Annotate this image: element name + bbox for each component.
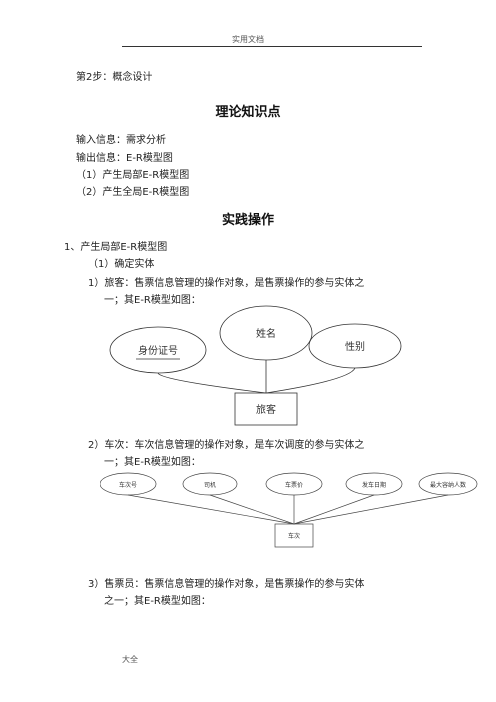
er-attr-departure: 发车日期 <box>362 481 386 489</box>
er-attr-gender: 性别 <box>345 340 365 353</box>
er-link-capacity <box>293 494 449 525</box>
er-attr-driver: 司机 <box>204 481 216 489</box>
er-link-departure <box>293 494 375 525</box>
er-diagram-passenger: 身份证号 姓名 性别 旅客 <box>109 305 402 426</box>
page-header: 实用文档 <box>232 35 264 44</box>
page-footer: 大全 <box>122 655 138 664</box>
er-link-id-number <box>157 372 267 394</box>
paragraph-train-line2: 一；其E-R模型如图： <box>104 457 201 468</box>
er-attr-capacity: 最大容纳人数 <box>430 481 466 489</box>
step-title: 第2步：概念设计 <box>76 72 153 83</box>
er-diagram-train: 车次号 司机 车票价 发车日期 最大容纳人数 车次 <box>100 472 478 548</box>
er-attr-fare: 车票价 <box>285 481 303 489</box>
paragraph-passenger-line1: 1）旅客：售票信息管理的操作对象，是售票操作的参与实体之 <box>88 278 365 289</box>
paragraph-clerk-line2: 之一；其E-R模型如图： <box>104 596 211 607</box>
paragraph-train-line1: 2）车次：车次信息管理的操作对象，是车次调度的参与实体之 <box>88 440 365 451</box>
theory-line-global: （2）产生全局E-R模型图 <box>76 187 190 198</box>
practice-sub-1: （1）确定实体 <box>88 259 155 270</box>
er-entity-passenger: 旅客 <box>256 403 276 416</box>
er-link-train-no <box>127 494 295 525</box>
er-entity-train: 车次 <box>288 532 300 540</box>
er-attr-train-no: 车次号 <box>119 481 137 489</box>
theory-heading: 理论知识点 <box>215 105 281 120</box>
er-attr-name: 姓名 <box>256 327 276 340</box>
practice-item-1: 1、产生局部E-R模型图 <box>64 242 168 253</box>
er-link-driver <box>209 494 295 525</box>
theory-line-output: 输出信息：E-R模型图 <box>76 153 173 164</box>
paragraph-passenger-line2: 一；其E-R模型如图： <box>104 295 201 306</box>
theory-line-local: （1）产生局部E-R模型图 <box>76 170 190 181</box>
theory-line-input: 输入信息：需求分析 <box>76 135 166 146</box>
paragraph-clerk-line1: 3）售票员：售票信息管理的操作对象，是售票操作的参与实体 <box>88 579 365 590</box>
practice-heading: 实践操作 <box>221 213 274 228</box>
er-link-gender <box>265 367 356 394</box>
er-attr-id-number: 身份证号 <box>138 344 178 357</box>
header-divider <box>122 46 422 47</box>
